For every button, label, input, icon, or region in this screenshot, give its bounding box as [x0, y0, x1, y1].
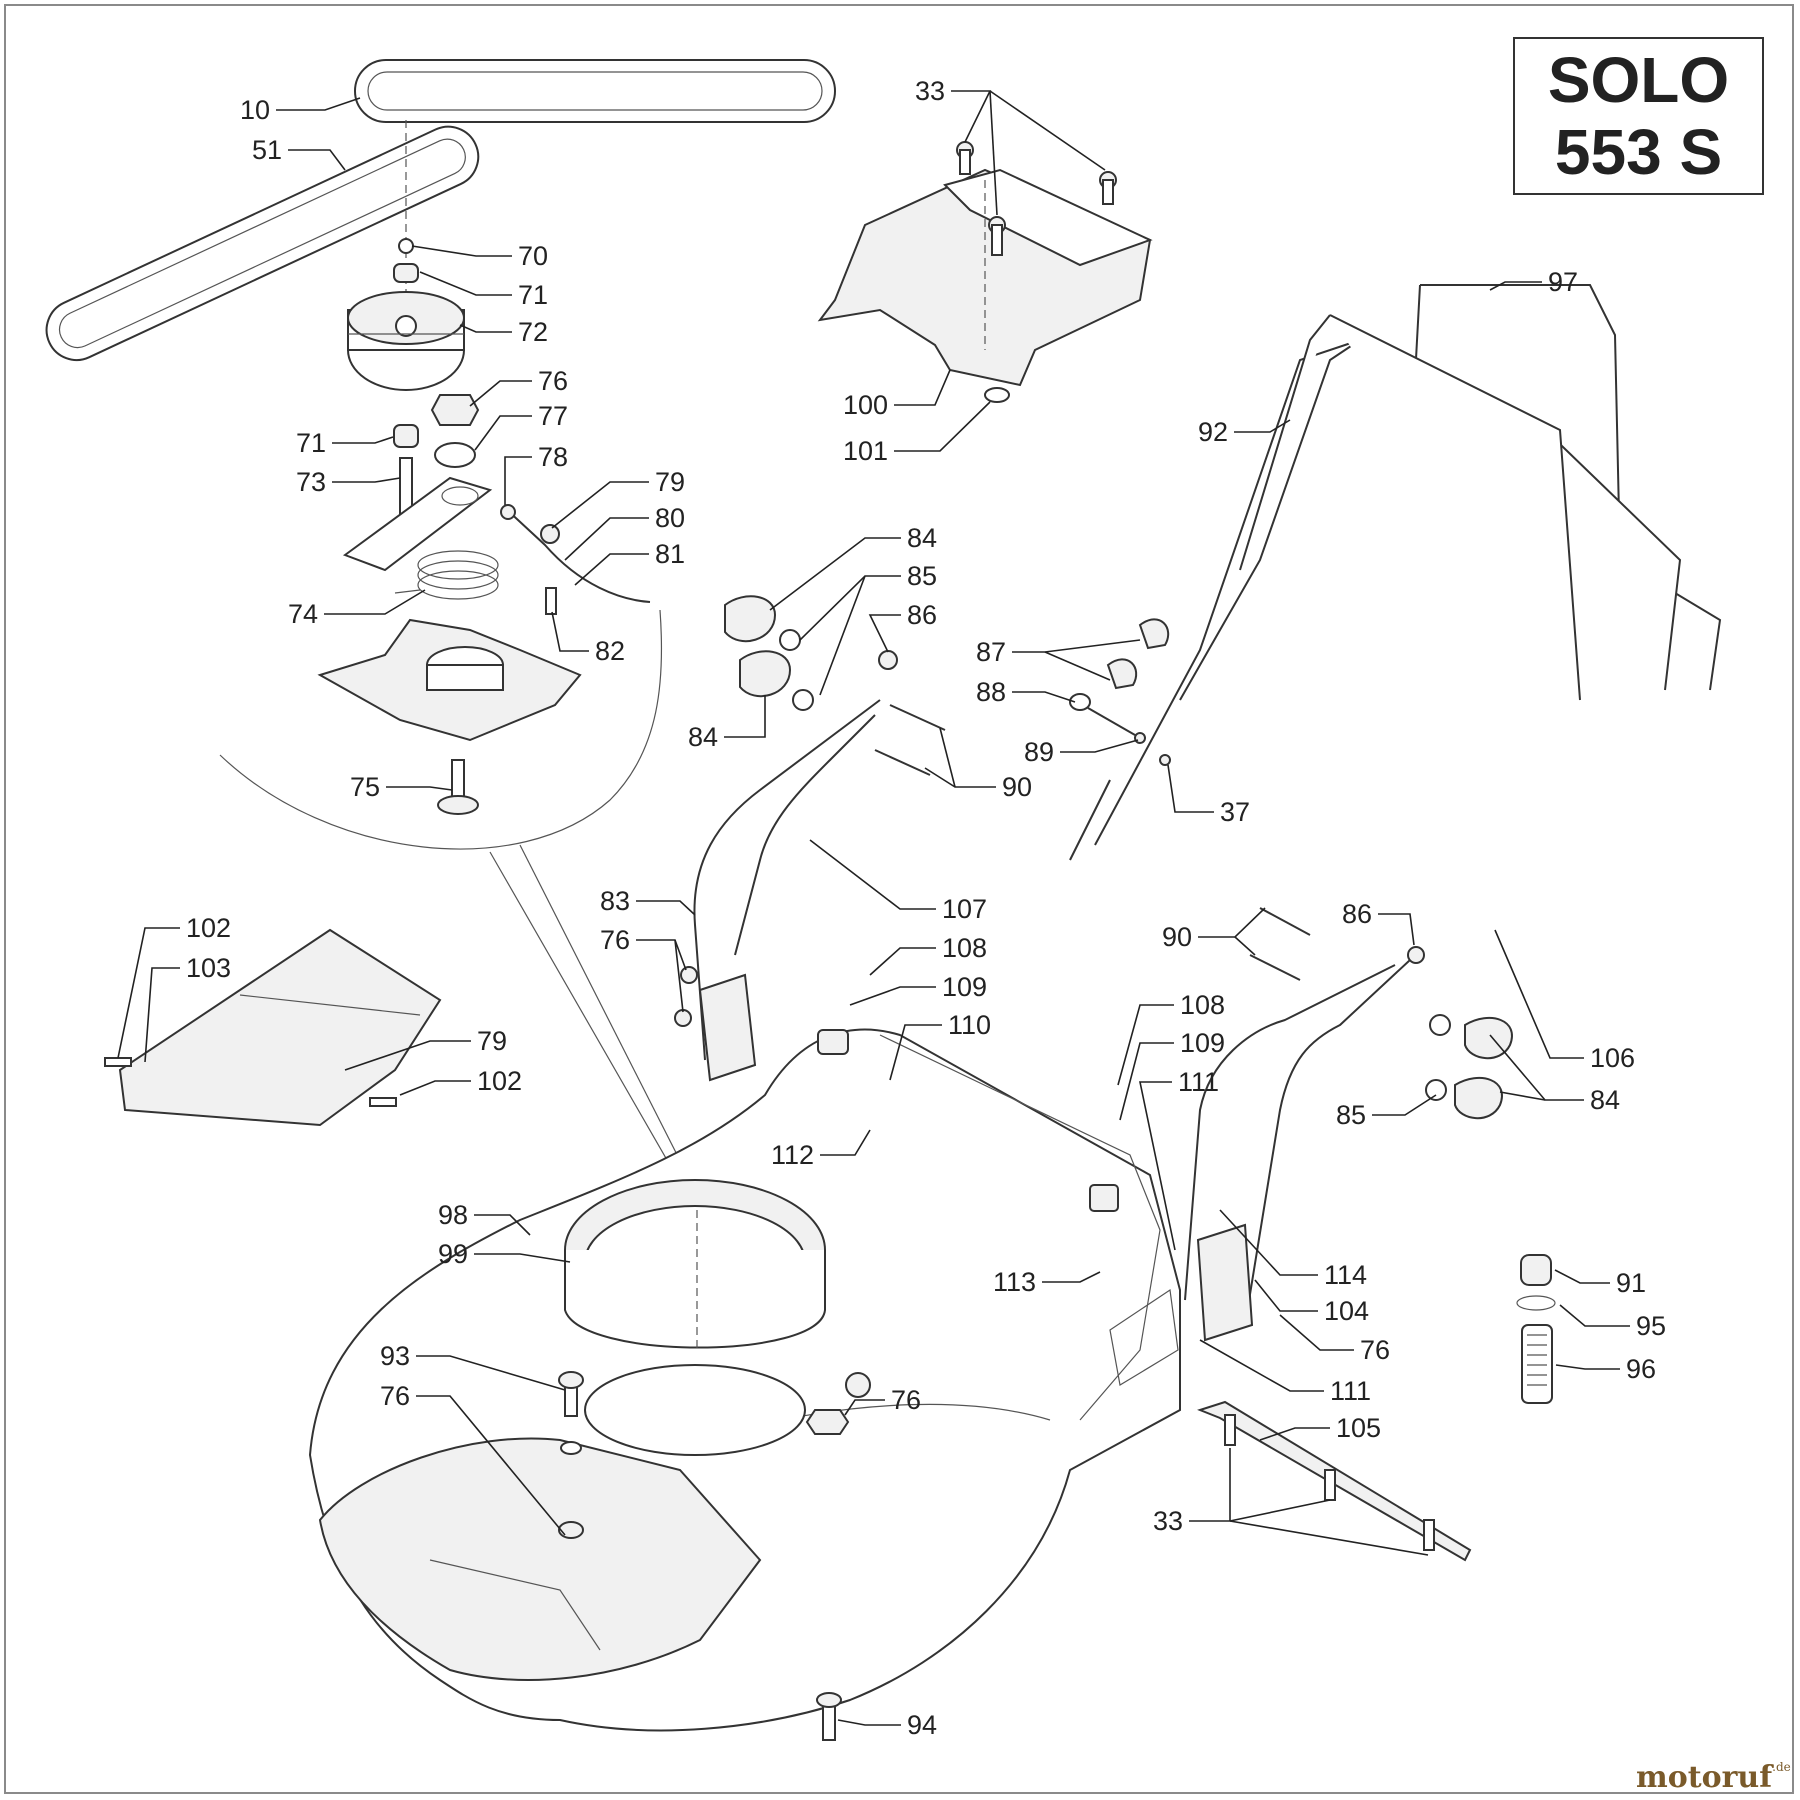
watermark-suffix: .de — [1772, 1760, 1791, 1774]
callout-c76d: 76 — [380, 1381, 410, 1411]
callout-c71a: 71 — [518, 280, 548, 310]
callout-c91: 91 — [1616, 1268, 1646, 1298]
spring-parts — [1516, 1254, 1556, 1404]
callout-c107: 107 — [942, 894, 987, 924]
spring-74 — [394, 550, 499, 600]
deck-plate — [317, 618, 582, 742]
watermark-brand: motoruf — [1636, 1760, 1773, 1795]
callout-c79b: 79 — [477, 1026, 507, 1056]
callout-c104: 104 — [1324, 1296, 1369, 1326]
callout-c86a: 86 — [907, 600, 937, 630]
callout-c94: 94 — [907, 1710, 937, 1740]
callout-c110: 110 — [948, 1010, 991, 1040]
callout-c76e: 76 — [891, 1385, 921, 1415]
belt-10 — [354, 59, 836, 123]
callout-c79a: 79 — [655, 467, 685, 497]
callout-c109b: 109 — [1180, 1028, 1225, 1058]
callout-c111b: 111 — [1330, 1376, 1371, 1406]
belt-51 — [45, 125, 480, 361]
pulley-72 — [347, 238, 465, 391]
knobs-84 — [724, 595, 946, 776]
callout-c76b: 76 — [600, 925, 630, 955]
handle-lower-right — [1184, 907, 1513, 1342]
callout-c75: 75 — [350, 772, 380, 802]
deck-98 — [308, 1028, 1181, 1732]
callout-c86b: 86 — [1342, 899, 1372, 929]
callout-c37: 37 — [1220, 797, 1250, 827]
callout-c10: 10 — [240, 95, 270, 125]
model-number: 553 S — [1554, 116, 1723, 188]
callout-c103: 103 — [186, 953, 231, 983]
callout-c89: 89 — [1024, 737, 1054, 767]
callout-c100: 100 — [843, 390, 888, 420]
callout-c82: 82 — [595, 636, 625, 666]
callout-c76c: 76 — [1360, 1335, 1390, 1365]
callout-c99: 99 — [438, 1239, 468, 1269]
callout-c111a: 111 — [1178, 1067, 1219, 1097]
callout-c88: 88 — [976, 677, 1006, 707]
callout-c84c: 84 — [1590, 1085, 1620, 1115]
callout-c83: 83 — [600, 886, 630, 916]
callout-c72: 72 — [518, 317, 548, 347]
callout-c108b: 108 — [1180, 990, 1225, 1020]
callout-c71b: 71 — [296, 428, 326, 458]
callout-c112: 112 — [771, 1140, 814, 1170]
grips-87 — [1069, 618, 1171, 766]
flap-103 — [104, 928, 442, 1127]
bracket-105 — [1197, 1400, 1472, 1562]
callout-c102a: 102 — [186, 913, 231, 943]
callout-c84b: 84 — [688, 722, 718, 752]
callout-c95: 95 — [1636, 1311, 1666, 1341]
callout-c109a: 109 — [942, 972, 987, 1002]
spacer-71-lower — [393, 424, 419, 448]
callout-c105: 105 — [1336, 1413, 1381, 1443]
callout-c87: 87 — [976, 637, 1006, 667]
callout-c78: 78 — [538, 442, 568, 472]
callout-c97: 97 — [1548, 267, 1578, 297]
callout-c113: 113 — [993, 1267, 1036, 1297]
callout-c96: 96 — [1626, 1354, 1656, 1384]
model-brand: SOLO — [1547, 44, 1730, 116]
callout-c33b: 33 — [1153, 1506, 1183, 1536]
callout-c90a: 90 — [1002, 772, 1032, 802]
callout-c51: 51 — [252, 135, 282, 165]
callout-c114: 114 — [1324, 1260, 1367, 1290]
bolt-75 — [437, 759, 479, 815]
callout-c85a: 85 — [907, 561, 937, 591]
callout-c73: 73 — [296, 467, 326, 497]
cable-81 — [500, 504, 651, 615]
callout-c106: 106 — [1590, 1043, 1635, 1073]
cover-100 — [817, 141, 1153, 403]
callout-c98: 98 — [438, 1200, 468, 1230]
handle-lower-107 — [674, 699, 881, 1082]
watermark-logo: motoruf.de — [1636, 1760, 1791, 1795]
callout-c76a: 76 — [538, 366, 568, 396]
callout-c33a: 33 — [915, 76, 945, 106]
callout-c74: 74 — [288, 599, 318, 629]
callout-labels: 10 51 70 71 72 76 77 71 78 73 79 80 81 74 82 75 33 100 101… — [186, 76, 1666, 1740]
leader-lines — [117, 90, 1630, 1726]
callout-c70: 70 — [518, 241, 548, 271]
callout-c81: 81 — [655, 539, 685, 569]
model-title-box: SOLO 553 S — [1513, 37, 1764, 195]
callout-c93: 93 — [380, 1341, 410, 1371]
bracket-plate — [342, 476, 493, 572]
callout-c108a: 108 — [942, 933, 987, 963]
callout-c90b: 90 — [1162, 922, 1192, 952]
bolts-deck — [558, 1371, 850, 1741]
callout-c92: 92 — [1198, 417, 1228, 447]
nut-76-top — [430, 394, 480, 468]
handle-upper-92 — [1069, 314, 1682, 861]
callout-c102b: 102 — [477, 1066, 522, 1096]
callout-c84a: 84 — [907, 523, 937, 553]
callout-c80: 80 — [655, 503, 685, 533]
callout-c85b: 85 — [1336, 1100, 1366, 1130]
callout-c77: 77 — [538, 401, 568, 431]
callout-c101: 101 — [843, 436, 888, 466]
